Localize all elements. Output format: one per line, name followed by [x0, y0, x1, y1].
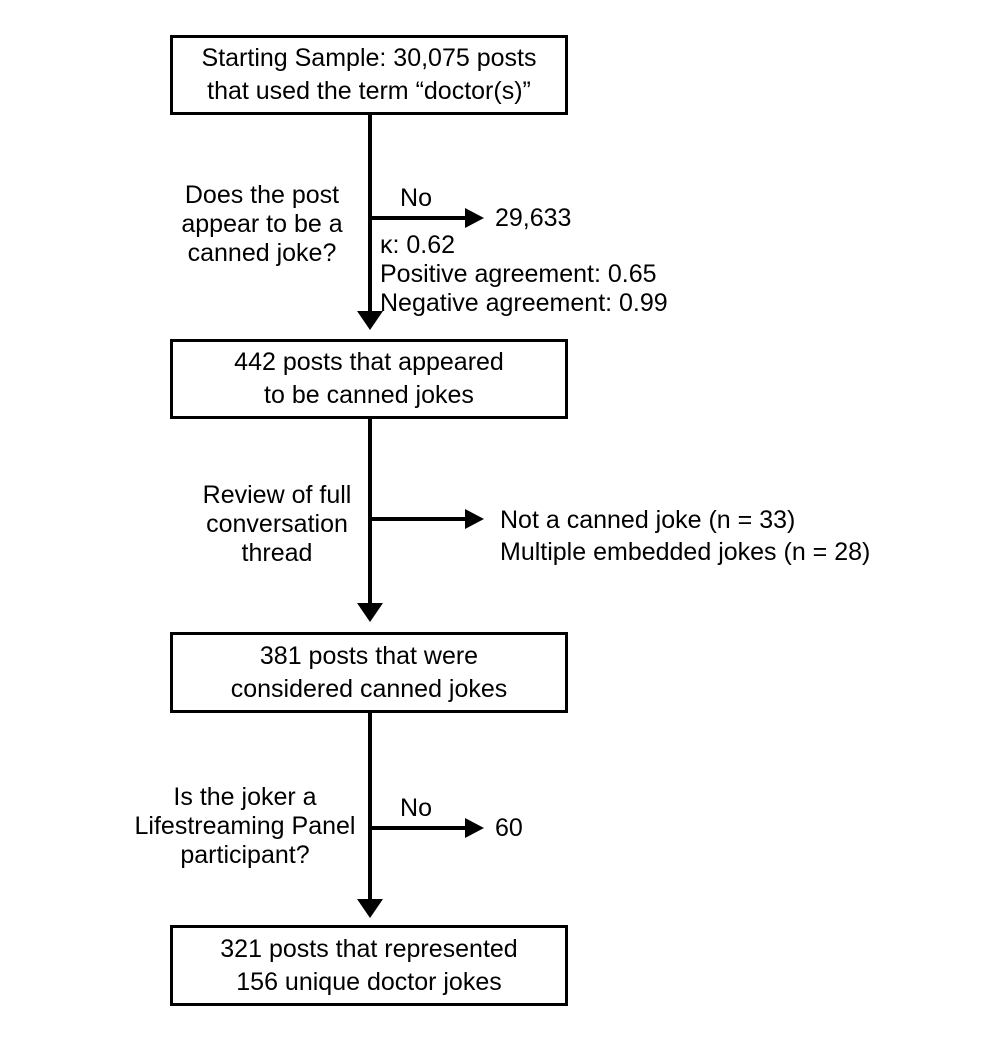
- box-text-line: 381 posts that were: [259, 641, 479, 670]
- arrowhead-down-icon: [357, 603, 383, 622]
- flow-box-confirmed-canned-jokes: 381 posts that were considered canned jo…: [170, 632, 568, 713]
- box-text-line: 156 unique doctor jokes: [236, 967, 502, 996]
- box-text-line: that used the term “doctor(s)”: [207, 77, 531, 105]
- excluded-reasons: Not a canned joke (n = 33) Multiple embe…: [500, 504, 870, 568]
- decision-label-line: canned joke?: [187, 239, 337, 267]
- stat-line: Positive agreement: 0.65: [380, 260, 657, 288]
- decision-label-canned-joke: Does the post appear to be a canned joke…: [162, 181, 362, 268]
- box-text-line: Starting Sample: 30,075 posts: [201, 44, 537, 72]
- arrowhead-right-icon: [465, 509, 484, 529]
- box-text-line: to be canned jokes: [264, 381, 474, 409]
- decision-label-thread-review: Review of full conversation thread: [177, 481, 377, 568]
- excluded-count: 60: [495, 814, 523, 842]
- arrowhead-right-icon: [465, 208, 484, 228]
- decision-label-panel-participant: Is the joker a Lifestreaming Panel parti…: [120, 783, 370, 870]
- arrowhead-down-icon: [357, 311, 383, 330]
- flow-box-final-sample: 321 posts that represented 156 unique do…: [170, 925, 568, 1006]
- decision-label-line: conversation: [206, 510, 348, 538]
- flow-box-canned-joke-candidates: 442 posts that appeared to be canned jok…: [170, 339, 568, 419]
- flow-box-starting-sample: Starting Sample: 30,075 posts that used …: [170, 35, 568, 115]
- decision-label-line: Does the post: [184, 181, 340, 209]
- decision-label-line: Is the joker a: [173, 783, 317, 811]
- excluded-reason-line: Multiple embedded jokes (n = 28): [500, 538, 871, 566]
- stat-line: Negative agreement: 0.99: [380, 289, 668, 317]
- box-text-line: 321 posts that represented: [220, 934, 518, 963]
- box-text-line: considered canned jokes: [230, 674, 508, 703]
- excluded-reason-line: Not a canned joke (n = 33): [500, 506, 796, 534]
- branch-line: [370, 517, 467, 521]
- branch-line: [370, 826, 467, 830]
- branch-no-label: No: [400, 794, 432, 822]
- branch-line: [370, 216, 467, 220]
- agreement-stats: κ: 0.62 Positive agreement: 0.65 Negativ…: [380, 231, 668, 318]
- stat-line: κ: 0.62: [380, 231, 456, 259]
- connector-down-line: [368, 115, 372, 311]
- decision-label-line: appear to be a: [181, 210, 343, 238]
- decision-label-line: Lifestreaming Panel: [134, 812, 356, 840]
- decision-label-line: Review of full: [202, 481, 352, 509]
- connector-down-line: [368, 713, 372, 899]
- arrowhead-right-icon: [465, 818, 484, 838]
- branch-no-label: No: [400, 184, 432, 212]
- excluded-count: 29,633: [495, 204, 572, 232]
- box-text-line: 442 posts that appeared: [234, 348, 504, 376]
- decision-label-line: thread: [241, 539, 313, 567]
- connector-down-line: [368, 419, 372, 603]
- arrowhead-down-icon: [357, 899, 383, 918]
- decision-label-line: participant?: [180, 841, 310, 869]
